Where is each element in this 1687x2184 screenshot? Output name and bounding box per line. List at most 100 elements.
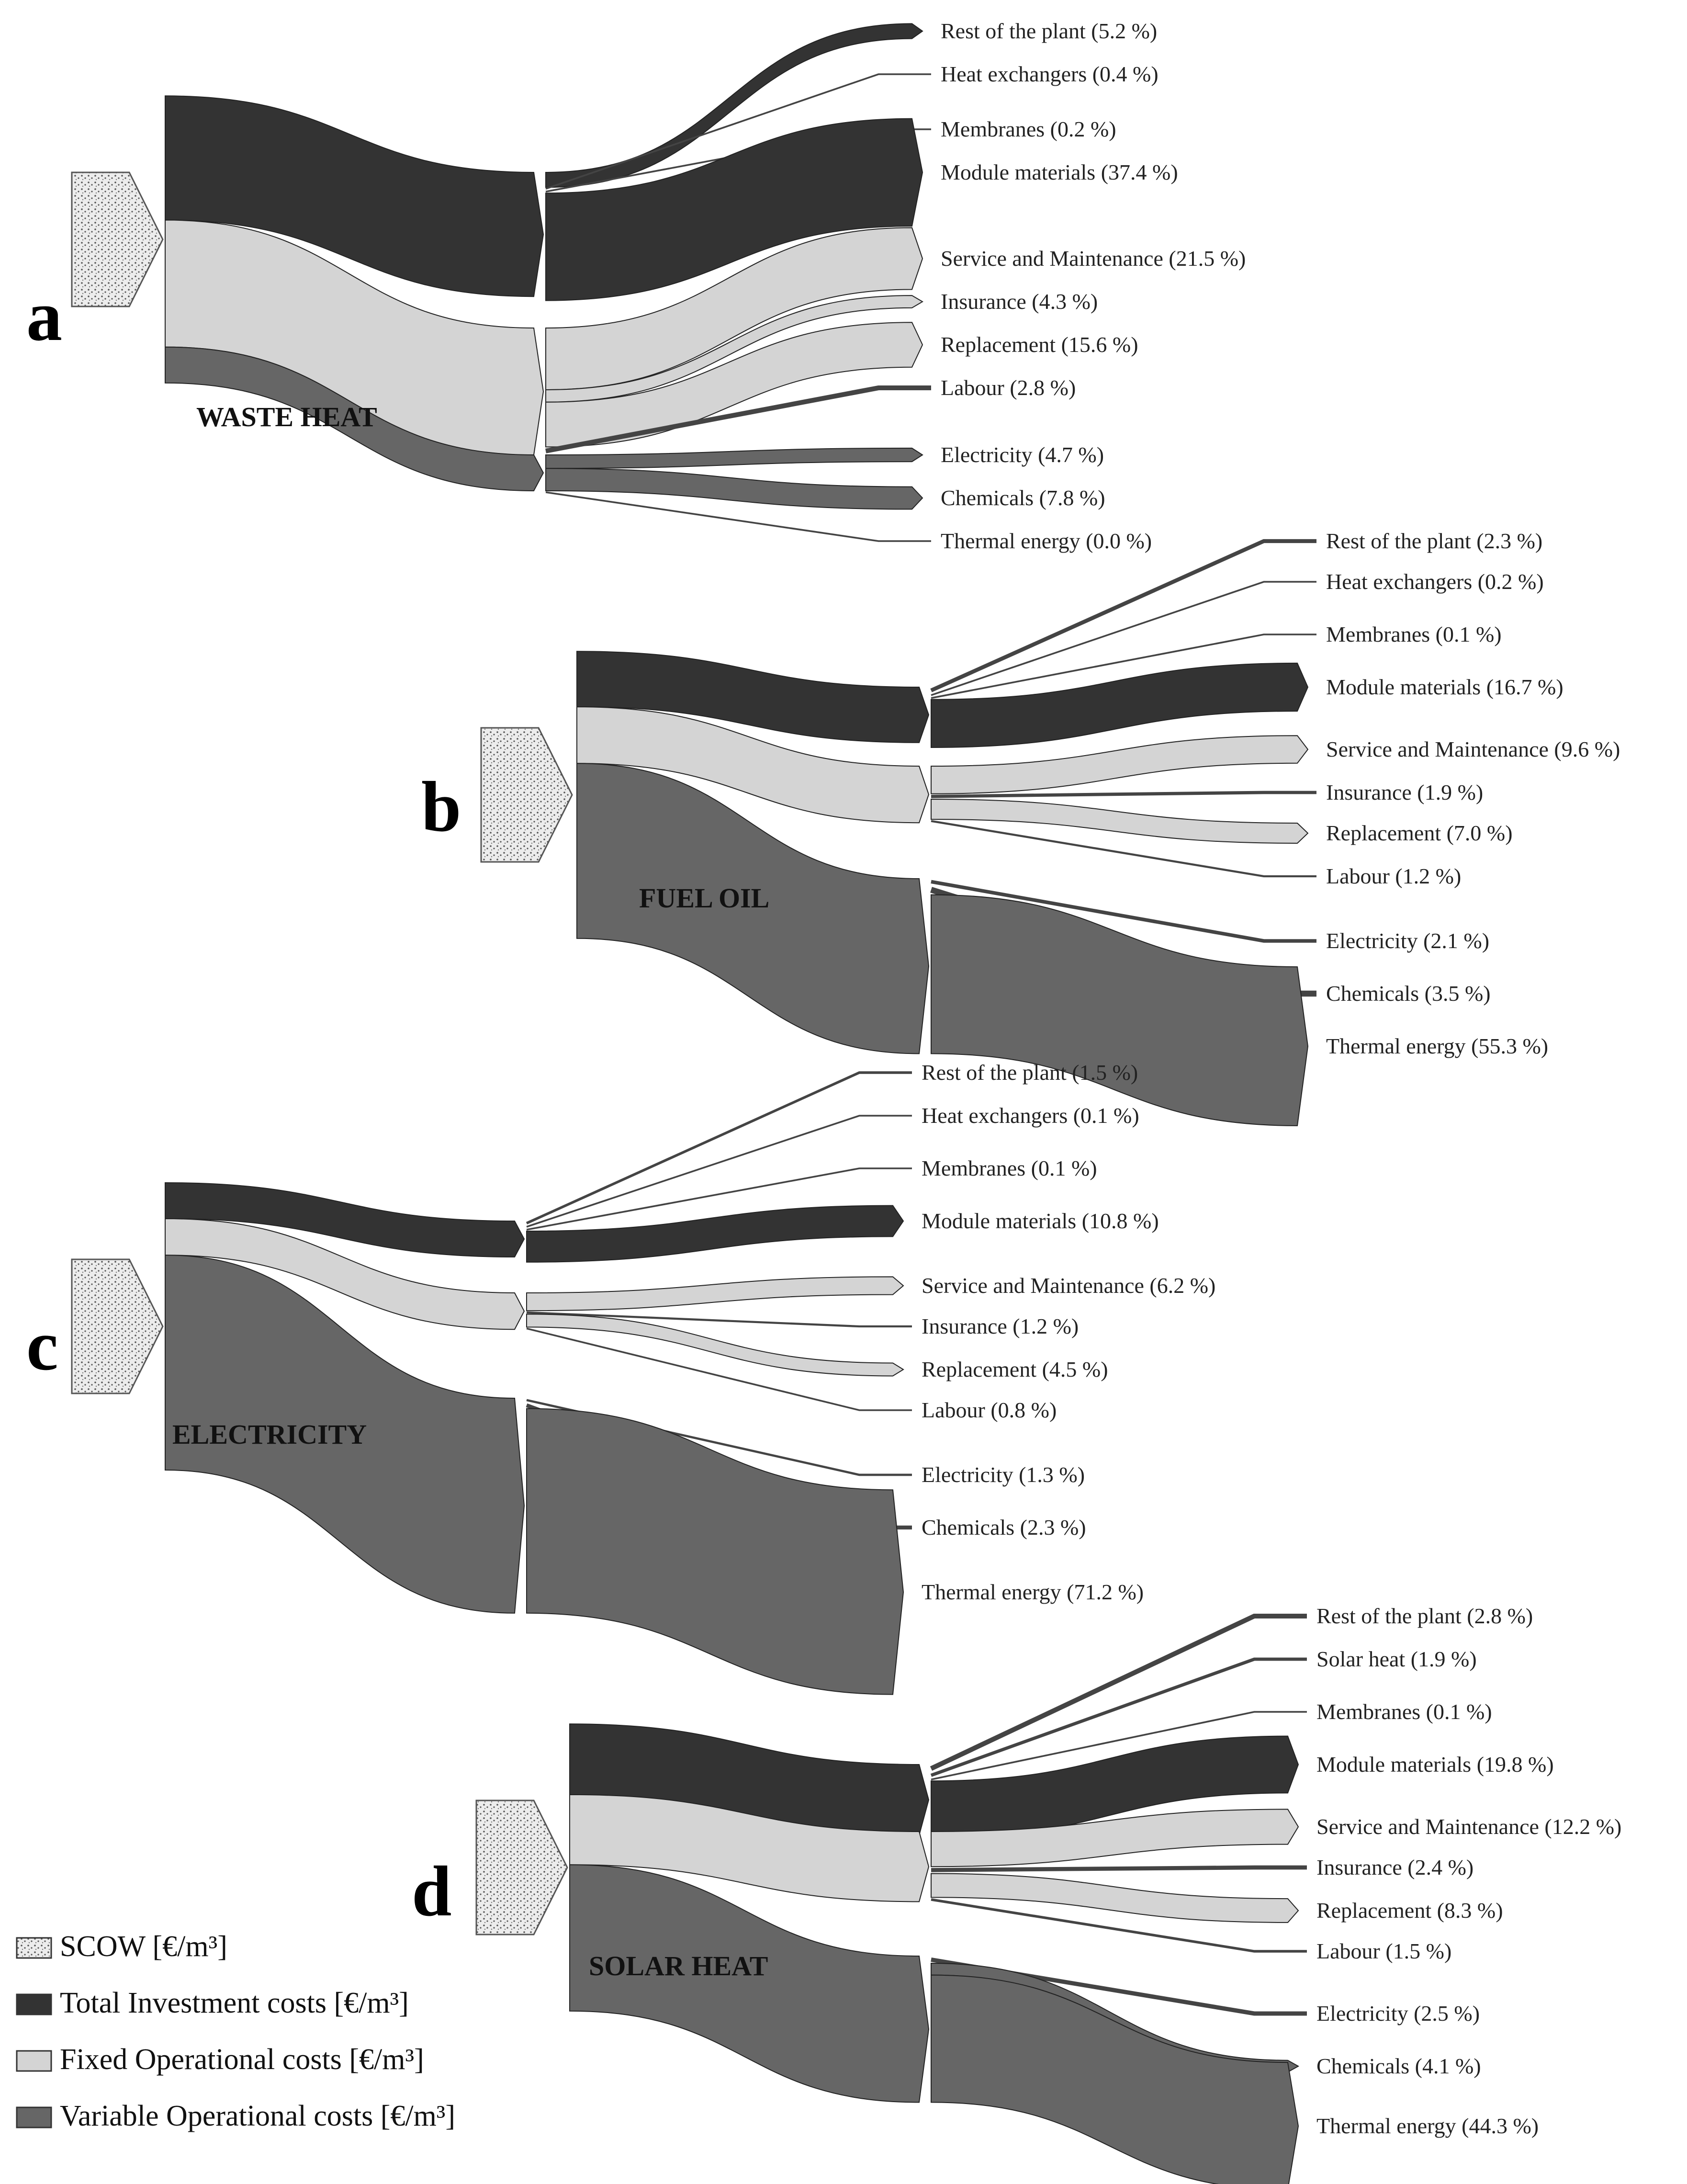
leader-fixed-3 <box>931 820 1316 878</box>
panel-title: SOLAR HEAT <box>589 1950 768 1981</box>
node-label: Membranes (0.1 %) <box>1316 1699 1492 1724</box>
variable-stream <box>576 763 930 1054</box>
node-label: Replacement (15.6 %) <box>941 332 1138 357</box>
node-label: Thermal energy (71.2 %) <box>922 1580 1144 1604</box>
variable-stream <box>165 1255 525 1614</box>
node-label: Insurance (2.4 %) <box>1316 1855 1473 1879</box>
flow-investment-3 <box>931 662 1309 748</box>
node-label: Solar heat (1.9 %) <box>1316 1647 1477 1671</box>
node-label: Membranes (0.1 %) <box>922 1156 1097 1180</box>
node-label: Module materials (16.7 %) <box>1326 675 1563 699</box>
node-label: Labour (2.8 %) <box>941 375 1076 400</box>
leader-investment-0 <box>930 539 1316 692</box>
panel-title: WASTE HEAT <box>196 401 377 432</box>
leader-investment-1 <box>526 1115 912 1228</box>
flow-variable-2 <box>931 1974 1299 2184</box>
panel-letter: b <box>421 767 461 847</box>
legend-swatch-scow <box>16 1937 52 1959</box>
leader-investment-1 <box>545 73 931 190</box>
panel-b: Rest of the plant (2.3 %) Heat exchangers… <box>421 529 1620 1126</box>
node-label: Labour (0.8 %) <box>922 1398 1057 1422</box>
node-label: Electricity (1.3 %) <box>922 1462 1085 1487</box>
node-label: Service and Maintenance (21.5 %) <box>941 246 1246 271</box>
node-label: Chemicals (4.1 %) <box>1316 2054 1481 2078</box>
panel-c: Rest of the plant (1.5 %)Heat exchangers… <box>26 1060 1215 1695</box>
node-label: Rest of the plant (2.3 %) <box>1326 529 1542 553</box>
leader-investment-2 <box>931 634 1316 699</box>
panel-title: ELECTRICITY <box>172 1419 367 1450</box>
legend-label-variable: Variable Operational costs [€/m³] <box>60 2100 455 2132</box>
node-label: Labour (1.5 %) <box>1316 1939 1451 1963</box>
node-label: Chemicals (7.8 %) <box>941 486 1105 510</box>
fixed-stream <box>569 1794 930 1902</box>
flow-variable-0 <box>545 447 923 469</box>
legend-label-investment: Total Investment costs [€/m³] <box>60 1987 409 2019</box>
node-label: Module materials (10.8 %) <box>922 1209 1159 1233</box>
node-label: Electricity (2.1 %) <box>1326 928 1489 953</box>
leader-investment-0 <box>930 1613 1307 1771</box>
leader-investment-2 <box>931 1711 1307 1780</box>
investment-stream <box>165 1182 525 1258</box>
flow-fixed-0 <box>931 1809 1299 1867</box>
scow-box <box>480 727 573 863</box>
leader-investment-1 <box>931 581 1316 696</box>
flow-variable-2 <box>931 894 1309 1126</box>
flow-fixed-0 <box>526 1276 904 1312</box>
leader-fixed-3 <box>545 385 931 453</box>
leader-fixed-1 <box>526 1311 912 1328</box>
flow-variable-2 <box>526 1408 904 1695</box>
fixed-stream <box>576 706 930 824</box>
node-label: Replacement (4.5 %) <box>922 1357 1108 1381</box>
leader-fixed-1 <box>931 1865 1307 1872</box>
flow-investment-3 <box>545 118 923 301</box>
node-label: Thermal energy (44.3 %) <box>1316 2114 1539 2138</box>
node-label: Electricity (4.7 %) <box>941 442 1104 467</box>
fixed-stream <box>165 1218 525 1330</box>
flow-fixed-2 <box>526 1313 904 1377</box>
node-label: Membranes (0.1 %) <box>1326 622 1502 646</box>
node-label: Chemicals (3.5 %) <box>1326 981 1491 1006</box>
node-label: Replacement (7.0 %) <box>1326 821 1513 845</box>
legend: SCOW [€/m³]Total Investment costs [€/m³]… <box>16 1930 455 2132</box>
scow-box <box>71 171 164 307</box>
leader-investment-1 <box>930 1657 1307 1777</box>
leader-investment-0 <box>526 1071 912 1224</box>
flow-fixed-0 <box>931 735 1309 794</box>
flow-fixed-2 <box>931 1873 1299 1923</box>
node-label: Insurance (1.2 %) <box>922 1314 1079 1338</box>
legend-swatch-investment <box>16 1993 52 2015</box>
node-label: Heat exchangers (0.4 %) <box>941 62 1158 86</box>
node-label: Insurance (1.9 %) <box>1326 780 1483 804</box>
variable-stream <box>569 1864 930 2103</box>
node-label: Replacement (8.3 %) <box>1316 1898 1503 1923</box>
node-label: Chemicals (2.3 %) <box>922 1515 1086 1539</box>
node-label: Module materials (19.8 %) <box>1316 1752 1554 1777</box>
leader-fixed-1 <box>931 791 1316 798</box>
investment-stream <box>165 95 544 297</box>
node-label: Service and Maintenance (12.2 %) <box>1316 1814 1621 1839</box>
node-label: Electricity (2.5 %) <box>1316 2001 1480 2026</box>
legend-label-fixed: Fixed Operational costs [€/m³] <box>60 2043 424 2076</box>
scow-box <box>475 1799 568 1935</box>
node-label: Insurance (4.3 %) <box>941 289 1098 314</box>
node-label: Labour (1.2 %) <box>1326 864 1461 888</box>
node-label: Membranes (0.2 %) <box>941 117 1116 141</box>
leader-investment-2 <box>526 1167 912 1231</box>
flow-fixed-2 <box>931 798 1309 844</box>
panel-d: Rest of the plant (2.8 %) Solar heat (1.9… <box>412 1604 1621 2184</box>
leader-fixed-3 <box>931 1898 1307 1953</box>
node-label: Service and Maintenance (9.6 %) <box>1326 737 1620 761</box>
node-label: Service and Maintenance (6.2 %) <box>922 1273 1215 1298</box>
variable-stream <box>165 346 544 492</box>
panel-a: Rest of the plant (5.2 %)Heat exchangers… <box>26 19 1246 553</box>
node-label: Thermal energy (55.3 %) <box>1326 1034 1548 1058</box>
node-label: Module materials (37.4 %) <box>941 160 1178 184</box>
leader-variable-0 <box>931 880 1316 943</box>
node-label: Thermal energy (0.0 %) <box>941 529 1152 553</box>
investment-stream <box>576 651 930 743</box>
flow-fixed-1 <box>545 295 923 403</box>
node-label: Heat exchangers (0.1 %) <box>922 1103 1139 1128</box>
leader-variable-0 <box>931 1958 1307 2016</box>
node-label: Rest of the plant (2.8 %) <box>1316 1604 1533 1628</box>
